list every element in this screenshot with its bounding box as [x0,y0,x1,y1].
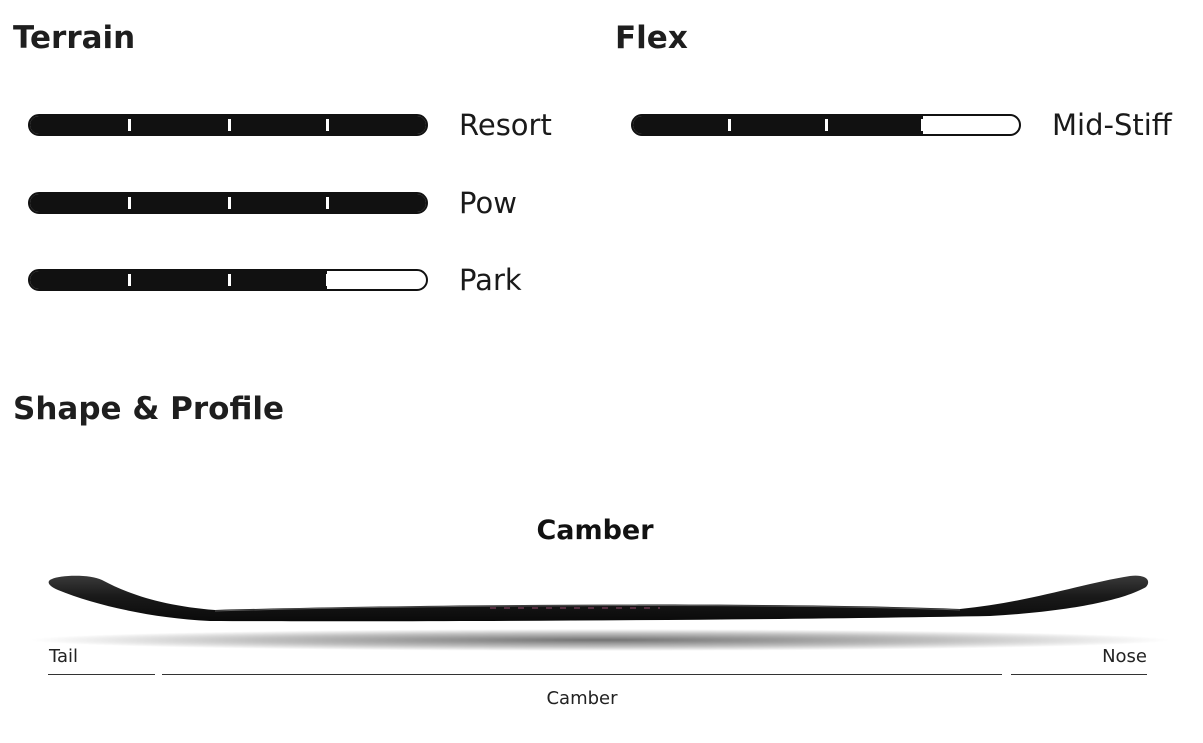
snowboard-profile-image [30,575,1170,651]
tail-zone-line [48,674,155,675]
rating-divider [228,119,231,131]
flex-heading: Flex [615,20,688,56]
rating-label-resort: Resort [459,108,552,142]
board-shadow [30,629,1170,651]
camber-zone-line [162,674,1002,675]
board-edge-highlight [214,605,961,612]
rating-fill [30,271,327,289]
rating-divider [228,274,231,286]
rating-divider [921,119,924,131]
rating-divider [825,119,828,131]
rating-fill [633,116,923,134]
flex-rating: Mid-Stiff [631,108,1196,142]
terrain-rating-resort: Resort [28,108,568,142]
rating-label-pow: Pow [459,186,517,220]
camber-zone-label: Camber [546,688,618,709]
shape-profile-heading: Shape & Profile [13,391,285,427]
rating-bar [28,269,428,291]
rating-bar [28,114,428,136]
snowboard-shape [48,575,1149,622]
rating-bar [28,192,428,214]
rating-divider [326,274,329,286]
rating-divider [326,197,329,209]
terrain-rating-park: Park [28,263,568,297]
rating-divider [128,274,131,286]
nose-zone-label: Nose [1102,646,1147,667]
rating-divider [128,119,131,131]
terrain-rating-pow: Pow [28,186,568,220]
rating-label-flex: Mid-Stiff [1052,108,1172,142]
rating-label-park: Park [459,263,522,297]
rating-divider [326,119,329,131]
tail-zone-label: Tail [49,646,79,667]
rating-divider [728,119,731,131]
nose-zone-line [1011,674,1147,675]
rating-divider [128,197,131,209]
rating-bar [631,114,1021,136]
terrain-heading: Terrain [13,20,136,56]
profile-name: Camber [536,515,654,546]
rating-divider [228,197,231,209]
